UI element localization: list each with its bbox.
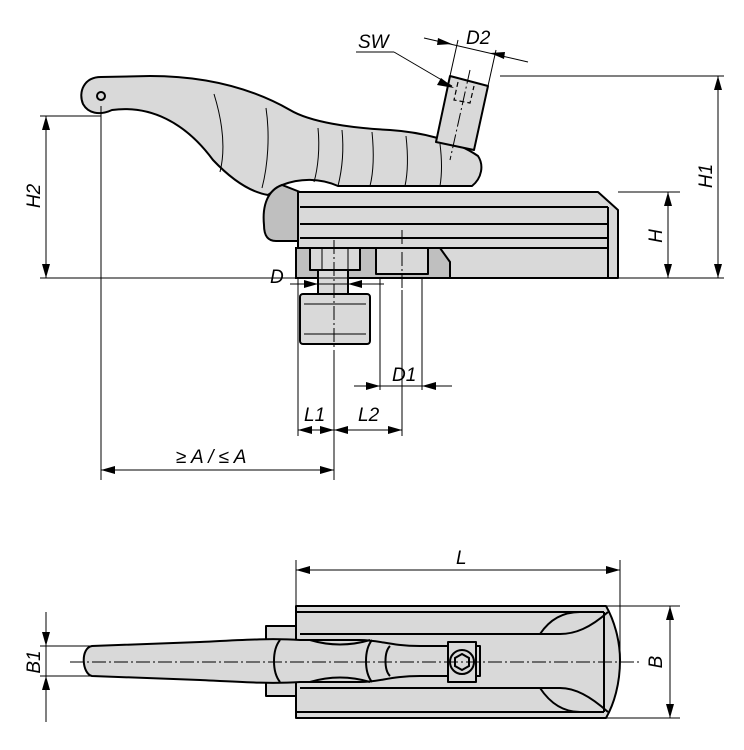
side-view-dimensions	[40, 37, 724, 480]
cam-body	[262, 183, 301, 242]
lever-handle-top	[82, 638, 481, 684]
top-view-dimensions	[40, 560, 680, 722]
label-l1: L1	[304, 405, 325, 426]
label-b: B	[646, 655, 667, 668]
dimension-labels: SW D2 D D1 L1 L2 ≥ A / ≤ A L H2 H1 H B1 …	[24, 28, 717, 674]
pivot-hole	[96, 91, 106, 101]
label-h: H	[646, 229, 667, 243]
label-b1: B1	[24, 650, 45, 673]
label-d2: D2	[466, 28, 491, 49]
locating-pin-head	[299, 293, 371, 345]
label-sw: SW	[358, 32, 391, 53]
label-a: ≥ A / ≤ A	[176, 447, 246, 468]
side-view	[80, 69, 619, 355]
label-h1: H1	[696, 164, 717, 188]
label-h2: H2	[24, 183, 45, 208]
label-d1: D1	[392, 365, 416, 386]
locating-pin-shaft	[317, 269, 349, 295]
label-d: D	[270, 267, 284, 288]
label-l: L	[456, 548, 467, 569]
clamp-lever	[80, 75, 483, 196]
top-view	[70, 605, 640, 719]
set-screw	[435, 75, 489, 151]
label-l2: L2	[358, 405, 380, 426]
